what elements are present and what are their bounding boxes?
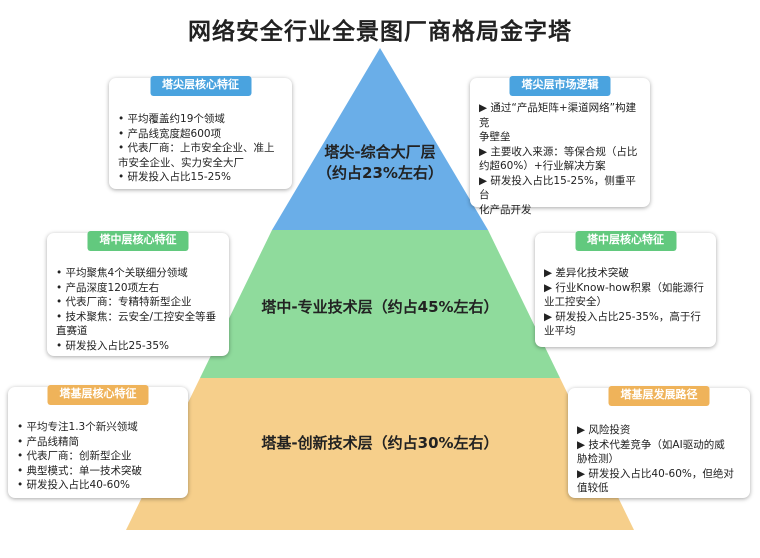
card-item: ▶ 主要收入来源：等保合规（占比 [479,145,638,158]
card-item: 争壁垒 [479,131,511,143]
pyramid-base-tier [126,378,634,530]
card-item: ▶ 差异化技术突破 [544,267,629,279]
card-item: • 平均聚焦4个关联细分领域 [56,267,188,279]
card-item: • 代表厂商：上市安全企业、准上 [118,142,275,154]
card-header: 塔基层发展路径 [608,386,710,406]
card-item: ▶ 技术代差竞争（如AI驱动的威 [577,438,725,451]
middle-core-features-card: 塔中层核心特征 • 平均聚焦4个关联细分领域 • 产品深度120项左右 • 代表… [47,231,229,356]
card-item: • 典型模式：单一技术突破 [17,464,143,477]
middle-right-features-card: 塔中层核心特征 ▶ 差异化技术突破 ▶ 行业Know-how积累（如能源行 业工… [535,231,716,347]
card-item: • 技术聚焦：云安全/工控安全等垂 [56,310,217,323]
card-item: • 产品深度120项左右 [56,281,160,294]
top-tier-label: 塔尖-综合大厂层 （约占23%左右） [290,142,470,184]
card-item: 约超60%）+行业解决方案 [479,160,606,172]
middle-tier-label: 塔中-专业技术层（约占45%左右） [261,298,499,316]
base-core-features-card: 塔基层核心特征 • 平均专注1.3个新兴领域 • 产品线精简 • 代表厂商：创新… [8,385,188,498]
card-item: 市安全企业、实力安全大厂 [118,156,244,169]
pyramid-top-tier [272,48,488,230]
card-item: 化产品开发 [479,203,532,216]
card-item: ▶ 通过“产品矩阵+渠道网络”构建竞 [479,102,637,129]
card-body: ▶ 风险投资 ▶ 技术代差竞争（如AI驱动的威 胁检测） ▶ 研发投入占比40-… [577,423,743,496]
card-item: • 代表厂商：专精特新型企业 [56,296,192,308]
card-item: 直赛道 [56,325,88,337]
card-body: ▶ 通过“产品矩阵+渠道网络”构建竞 争壁垒 ▶ 主要收入来源：等保合规（占比 … [479,101,643,217]
card-item: 胁检测） [577,453,619,465]
card-body: • 平均专注1.3个新兴领域 • 产品线精简 • 代表厂商：创新型企业 • 典型… [17,420,181,493]
card-item: 业工控安全） [544,296,607,308]
card-header: 塔中层核心特征 [87,231,189,251]
base-development-path-card: 塔基层发展路径 ▶ 风险投资 ▶ 技术代差竞争（如AI驱动的威 胁检测） ▶ 研… [568,386,750,498]
card-header: 塔基层核心特征 [47,385,149,405]
base-tier-label: 塔基-创新技术层（约占30%左右） [261,434,499,452]
card-item: ▶ 行业Know-how积累（如能源行 [544,281,704,294]
card-item: • 研发投入占比15-25% [118,171,232,183]
card-item: • 产品线宽度超600项 [118,127,222,140]
card-item: 值较低 [577,482,609,494]
card-item: • 研发投入占比25-35% [56,339,170,352]
card-body: • 平均聚焦4个关联细分领域 • 产品深度120项左右 • 代表厂商：专精特新型… [56,266,222,353]
card-item: • 平均专注1.3个新兴领域 [17,421,138,433]
top-tier-share: （约占23%左右） [317,164,443,182]
card-item: • 产品线精简 [17,435,80,448]
card-item: • 平均覆盖约19个领域 [118,113,225,125]
card-header: 塔尖层市场逻辑 [509,76,611,96]
top-tier-name: 塔尖-综合大厂层 [324,143,436,161]
card-item: ▶ 风险投资 [577,424,631,436]
card-header: 塔中层核心特征 [575,231,676,251]
card-header: 塔尖层核心特征 [150,76,251,96]
page-title: 网络安全行业全景图厂商格局金字塔 [188,19,572,45]
card-item: ▶ 研发投入占比25-35%，高于行 [544,310,701,323]
card-item: 业平均 [544,325,576,337]
card-item: • 代表厂商：创新型企业 [17,450,132,462]
card-body: ▶ 差异化技术突破 ▶ 行业Know-how积累（如能源行 业工控安全） ▶ 研… [544,266,709,339]
top-market-logic-card: 塔尖层市场逻辑 ▶ 通过“产品矩阵+渠道网络”构建竞 争壁垒 ▶ 主要收入来源：… [470,76,650,216]
top-core-features-card: 塔尖层核心特征 • 平均覆盖约19个领域 • 产品线宽度超600项 • 代表厂商… [109,76,292,189]
card-item: ▶ 研发投入占比15-25%，侧重平台 [479,174,636,202]
card-item: ▶ 研发投入占比40-60%，但绝对 [577,467,734,480]
card-body: • 平均覆盖约19个领域 • 产品线宽度超600项 • 代表厂商：上市安全企业、… [118,112,285,185]
card-item: • 研发投入占比40-60% [17,479,131,491]
pyramid-middle-tier [200,230,560,378]
